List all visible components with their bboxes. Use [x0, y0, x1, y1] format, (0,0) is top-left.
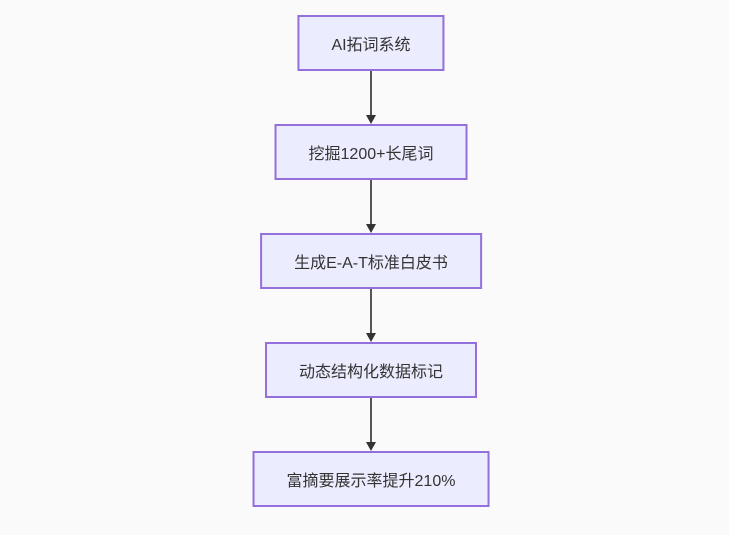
arrow-connector-3 [365, 289, 377, 342]
node-rich-snippet-rate-increase: 富摘要展示率提升210% [252, 451, 490, 507]
edge-line [370, 398, 372, 442]
arrow-connector-2 [365, 180, 377, 233]
arrow-down-icon [366, 442, 376, 451]
node-dynamic-structured-data-markup: 动态结构化数据标记 [264, 342, 478, 398]
edge-line [370, 180, 372, 224]
arrow-connector-4 [365, 398, 377, 451]
arrow-down-icon [366, 115, 376, 124]
node-ai-word-expansion-system: AI拓词系统 [297, 15, 445, 71]
arrow-down-icon [366, 224, 376, 233]
edge-line [370, 71, 372, 115]
arrow-connector-1 [365, 71, 377, 124]
node-eat-whitepaper-generation: 生成E-A-T标准白皮书 [260, 233, 482, 289]
edge-line [370, 289, 372, 333]
arrow-down-icon [366, 333, 376, 342]
node-longtail-keyword-mining: 挖掘1200+长尾词 [274, 124, 468, 180]
